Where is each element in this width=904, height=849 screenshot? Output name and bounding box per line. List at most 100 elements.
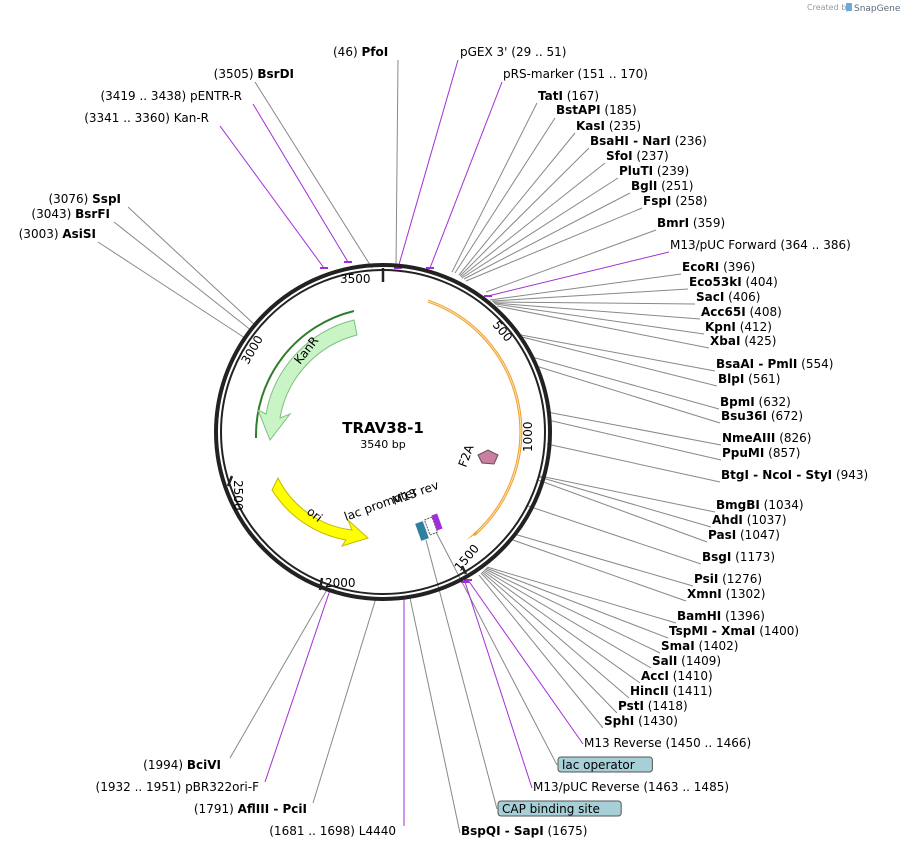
primer-label[interactable]: M13/pUC Reverse (1463 .. 1485) <box>533 780 729 794</box>
site-label[interactable]: TspMI - XmaI (1400) <box>669 624 799 638</box>
site-leader-line <box>527 505 702 565</box>
primer-label[interactable]: (3341 .. 3360) Kan-R <box>84 111 209 125</box>
feature-box[interactable] <box>497 800 622 817</box>
ring-tick-mark <box>460 565 468 575</box>
site-label[interactable]: BspQI - SapI (1675) <box>461 824 587 838</box>
site-name: BstAPI <box>556 103 601 117</box>
feature-box-label: lac operator <box>562 758 635 772</box>
site-leader-line <box>465 207 643 282</box>
site-leader-line <box>395 59 399 269</box>
lac-promoter-block[interactable] <box>415 521 429 541</box>
primer-leader-line <box>429 81 503 269</box>
site-label[interactable]: (46) PfoI <box>333 45 388 59</box>
site-label[interactable]: PasI (1047) <box>708 528 780 542</box>
kanr-feature[interactable] <box>257 319 358 442</box>
site-label[interactable]: (3043) BsrFI <box>31 207 110 221</box>
site-label[interactable]: SphI (1430) <box>604 714 678 728</box>
site-label[interactable]: (3076) SspI <box>48 192 121 206</box>
site-label[interactable]: BmrI (359) <box>657 216 725 230</box>
site-label[interactable]: FspI (258) <box>643 194 708 208</box>
primer-label[interactable]: (1932 .. 1951) pBR322ori-F <box>96 780 260 794</box>
site-label[interactable]: (3003) AsiSI <box>19 227 96 241</box>
site-name: SmaI <box>661 639 695 653</box>
site-label[interactable]: SacI (406) <box>696 290 760 304</box>
site-leader-line <box>547 419 722 461</box>
f2a-feature[interactable] <box>477 449 499 465</box>
site-name: SphI <box>604 714 634 728</box>
feature-box[interactable] <box>557 756 653 773</box>
primer-label[interactable]: M13/pUC Forward (364 .. 386) <box>670 238 851 252</box>
site-label[interactable]: KasI (235) <box>576 119 641 133</box>
site-name: BlpI <box>718 372 744 386</box>
site-label[interactable]: BsaHI - NarI (236) <box>590 134 707 148</box>
site-label[interactable]: BpmI (632) <box>720 395 791 409</box>
primer-label[interactable]: (3419 .. 3438) pENTR-R <box>100 89 242 103</box>
site-label[interactable]: PsiI (1276) <box>694 572 762 586</box>
site-label[interactable]: BamHI (1396) <box>677 609 765 623</box>
site-label[interactable]: Bsu36I (672) <box>721 409 803 423</box>
site-label[interactable]: EcoRI (396) <box>682 260 755 274</box>
site-label[interactable]: PluTI (239) <box>619 164 689 178</box>
site-name: PstI <box>618 699 644 713</box>
site-label[interactable]: Eco53kI (404) <box>689 275 778 289</box>
site-label[interactable]: XbaI (425) <box>710 334 777 348</box>
primer-name: Kan-R <box>174 111 209 125</box>
site-name: BspQI - SapI <box>461 824 544 838</box>
primer-label[interactable]: M13 Reverse (1450 .. 1466) <box>584 736 751 750</box>
site-label[interactable]: TatI (167) <box>538 89 599 103</box>
primer-label[interactable]: pGEX 3' (29 .. 51) <box>460 45 566 59</box>
site-leader-line <box>538 476 712 528</box>
site-label[interactable]: KpnI (412) <box>705 320 772 334</box>
site-label[interactable]: AhdI (1037) <box>712 513 787 527</box>
site-position: (1302) <box>722 587 766 601</box>
site-label[interactable]: BstAPI (185) <box>556 103 637 117</box>
site-name: TspMI - XmaI <box>669 624 755 638</box>
kanr-outer-line <box>254 310 355 439</box>
ring-tick-mark <box>226 475 234 487</box>
site-label[interactable]: NmeAIII (826) <box>722 431 811 445</box>
site-name: SalI <box>652 654 677 668</box>
site-label[interactable]: HincII (1411) <box>630 684 712 698</box>
primer-position: (364 .. 386) <box>777 238 851 252</box>
plasmid-name: TRAV38-1 <box>342 419 424 437</box>
site-position: (3076) <box>48 192 92 206</box>
site-label[interactable]: BlpI (561) <box>718 372 780 386</box>
site-label[interactable]: PpuMI (857) <box>722 446 800 460</box>
site-label[interactable]: (1994) BciVI <box>143 758 221 772</box>
primer-label[interactable]: (1681 .. 1698) L4440 <box>269 824 396 838</box>
site-position: (1994) <box>143 758 187 772</box>
site-label[interactable]: BmgBI (1034) <box>716 498 804 512</box>
site-position: (235) <box>605 119 641 133</box>
primer-label[interactable]: pRS-marker (151 .. 170) <box>503 67 648 81</box>
site-label[interactable]: (3505) BsrDI <box>214 67 294 81</box>
site-label[interactable]: (1791) AflIII - PciI <box>194 802 307 816</box>
site-label[interactable]: XmnI (1302) <box>687 587 765 601</box>
site-label[interactable]: BglI (251) <box>631 179 693 193</box>
site-position: (554) <box>797 357 833 371</box>
site-leader-line <box>521 336 718 387</box>
ori-feature[interactable] <box>271 476 369 547</box>
site-name: SacI <box>696 290 724 304</box>
site-label[interactable]: AccI (1410) <box>641 669 713 683</box>
primer-name: M13/pUC Reverse <box>533 780 640 794</box>
scale-tick-label: 2000 <box>325 576 356 590</box>
m13-rev-block[interactable] <box>431 513 443 531</box>
site-label[interactable]: BsgI (1173) <box>702 550 775 564</box>
site-label[interactable]: PstI (1418) <box>618 699 688 713</box>
primer-leader-line <box>467 579 584 745</box>
site-label[interactable]: BtgI - NcoI - StyI (943) <box>721 468 868 482</box>
lac-operator-block[interactable] <box>423 516 439 536</box>
site-label[interactable]: SalI (1409) <box>652 654 721 668</box>
site-name: BglI <box>631 179 657 193</box>
site-position: (46) <box>333 45 361 59</box>
site-leader-line <box>494 303 705 335</box>
site-label[interactable]: Acc65I (408) <box>701 305 782 319</box>
site-position: (167) <box>563 89 599 103</box>
site-name: BsrFI <box>75 207 110 221</box>
site-leader-line <box>489 273 682 301</box>
site-label[interactable]: SmaI (1402) <box>661 639 738 653</box>
site-label[interactable]: BsaAI - PmlI (554) <box>716 357 833 371</box>
site-label[interactable]: SfoI (237) <box>606 149 669 163</box>
primer-name: M13/pUC Forward <box>670 238 777 252</box>
site-leader-line <box>451 102 538 273</box>
